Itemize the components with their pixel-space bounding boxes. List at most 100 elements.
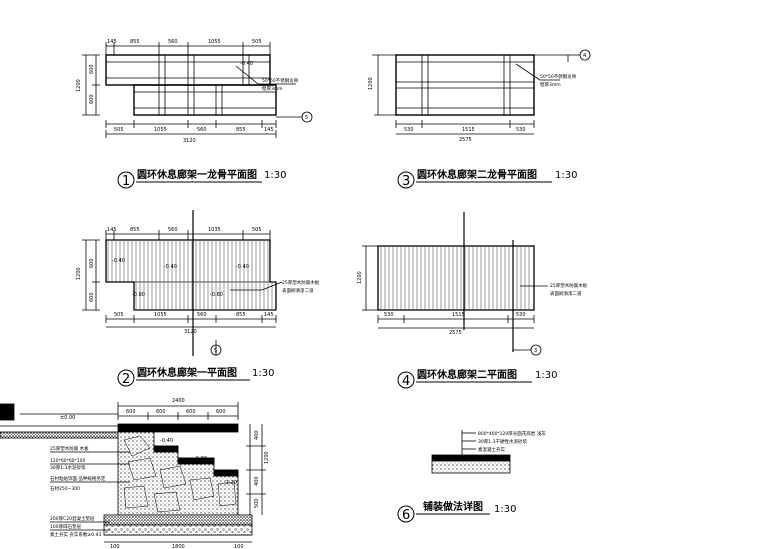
- p4-left-total: 1200: [357, 271, 363, 284]
- p1-left-total: 1200: [76, 79, 82, 92]
- p4-note-1: 25厚塑木防腐木板: [550, 282, 588, 289]
- d6-note-2: 30厚1:3干硬性水泥砂浆: [478, 438, 527, 445]
- p2-bot-dim-3: 560: [197, 312, 207, 318]
- s5-top-total: 2400: [172, 398, 185, 404]
- plan-4-decking: [380, 247, 530, 309]
- title-4-number: 4: [402, 374, 410, 389]
- plan-4-texts: 1200 25厚塑木防腐木板 表面刷清漆二道 530 1515 530 2575…: [357, 271, 588, 354]
- d6-note-3: 素混凝土夯实: [478, 446, 505, 453]
- s5-note-3: 30厚1:3水泥砂浆: [50, 464, 86, 471]
- p3-note-1: 50*50不锈钢龙骨: [540, 73, 577, 80]
- s5-right-dim-1: 400: [254, 430, 260, 440]
- p3-total: 2575: [459, 137, 472, 143]
- s5-note-1: 25厚塑木防腐 木板: [50, 445, 89, 452]
- p4-total: 2575: [449, 330, 462, 336]
- plan-3-texts: 1200 50*50不锈钢龙骨 壁厚3mm 4 530 1515 530 257…: [368, 53, 586, 143]
- s5-elev-1: ±0.00: [60, 415, 75, 421]
- title-3-text: 圆环休息廊架二龙骨平面图: [417, 168, 537, 181]
- title-1-number: 1: [122, 174, 130, 189]
- s5-top-dim-1: 600: [126, 409, 136, 415]
- title-1-text: 圆环休息廊架一龙骨平面图: [137, 168, 257, 181]
- s5-right-dim-4: 500: [254, 498, 260, 508]
- s5-note-8: 素土夯实 夯实系数≥0.93: [50, 531, 101, 538]
- p2-top-dim-4: 1035: [208, 227, 221, 233]
- plan-2-decking: [107, 241, 273, 309]
- title-4: 4 圆环休息廊架二平面图 1:30: [397, 368, 557, 389]
- p2-note-2: 表面刷清漆二道: [282, 287, 314, 294]
- d6-note-1: 800*400*120厚光面花岗岩 浅灰: [478, 430, 546, 437]
- s5-elev-2: -0.40: [160, 438, 173, 444]
- p2-note-1: 25厚塑木防腐木板: [282, 279, 320, 286]
- p2-left-total: 1200: [76, 267, 82, 280]
- s5-bot-dim-1: 100: [110, 544, 120, 549]
- p2-top-dim-5: 505: [252, 227, 262, 233]
- title-3: 3 圆环休息廊架二龙骨平面图 1:30: [397, 168, 577, 189]
- title-2: 2 圆环休息廊架一平面图 1:30: [117, 366, 274, 387]
- p2-elev-5: -0.40: [236, 264, 249, 270]
- plan-4-plan: [362, 212, 548, 356]
- title-4-text: 圆环休息廊架二平面图: [417, 368, 517, 381]
- s5-right-dim-3: 400: [254, 476, 260, 486]
- s5-note-2: 120*60*60*100: [50, 458, 86, 464]
- s5-bot-dim-2: 1800: [172, 544, 185, 549]
- p1-note-1: 50*50不锈钢龙骨: [262, 77, 299, 84]
- plan-1-keel: [82, 42, 313, 138]
- p1-top-dim-1: 145: [107, 39, 117, 45]
- s5-note-7: 100厚碎石垫层: [50, 523, 82, 530]
- p2-total: 3120: [184, 329, 197, 335]
- p2-section-tag: 5: [214, 348, 217, 354]
- p4-section-tag: 3: [534, 348, 537, 354]
- title-6-number: 6: [402, 508, 410, 523]
- p2-bot-dim-2: 1055: [154, 312, 167, 318]
- p4-bot-dim-3: 530: [516, 312, 526, 318]
- title-2-text: 圆环休息廊架一平面图: [137, 366, 237, 379]
- s5-top-dim-4: 600: [216, 409, 226, 415]
- plan-1-texts: 145 855 560 1055 505 -0.40 50*50不锈钢龙骨 壁厚…: [76, 39, 308, 144]
- p3-note-2: 壁厚3mm: [540, 81, 561, 88]
- title-1: 1 圆环休息廊架一龙骨平面图 1:30: [117, 168, 286, 189]
- p1-bot-dim-3: 560: [197, 127, 207, 133]
- title-6-scale: 1:30: [494, 504, 516, 515]
- p2-bot-dim-1: 505: [114, 312, 124, 318]
- p4-bot-dim-2: 1515: [452, 312, 465, 318]
- p1-top-dim-5: 505: [252, 39, 262, 45]
- p4-bot-dim-1: 530: [384, 312, 394, 318]
- p1-bot-dim-5: 145: [264, 127, 274, 133]
- plan-2-plan: [82, 210, 283, 356]
- s5-top-dim-2: 600: [156, 409, 166, 415]
- plan-3-keel: [372, 49, 591, 135]
- p1-bot-dim-2: 1055: [154, 127, 167, 133]
- title-6: 6 铺装做法详图 1:30: [397, 500, 516, 523]
- p1-bot-dim-1: 505: [114, 127, 124, 133]
- p2-top-dim-2: 855: [130, 227, 140, 233]
- section-5: [0, 402, 266, 543]
- p1-left-part-1: 600: [89, 64, 95, 74]
- p1-left-part-2: 600: [89, 94, 95, 104]
- p2-bot-dim-4: 855: [236, 312, 246, 318]
- p1-bot-dim-4: 855: [236, 127, 246, 133]
- p1-top-dim-4: 1055: [208, 39, 221, 45]
- s5-elev-3: -0.80: [194, 456, 207, 462]
- s5-top-dim-3: 600: [186, 409, 196, 415]
- p1-note-2: 壁厚3mm: [262, 85, 283, 92]
- p2-left-part-1: 600: [89, 258, 95, 268]
- p1-top-dim-2: 855: [130, 39, 140, 45]
- p2-elev-3: -0.40: [164, 264, 177, 270]
- section-5-texts: 2400 600 600 600 600 ±0.00 -0.40 -0.80 -…: [50, 398, 270, 549]
- p3-left-total: 1200: [368, 77, 374, 90]
- s5-note-4: 石材粘贴饰面 品种规格另定: [50, 475, 106, 482]
- title-2-number: 2: [122, 372, 130, 387]
- p2-left-part-2: 600: [89, 292, 95, 302]
- p2-elev-2: -0.80: [132, 292, 145, 298]
- p2-top-dim-3: 560: [168, 227, 178, 233]
- p2-bot-dim-5: 145: [264, 312, 274, 318]
- p3-section-tag: 4: [583, 53, 586, 59]
- p3-bot-dim-3: 530: [516, 127, 526, 133]
- p2-top-dim-1: 145: [107, 227, 117, 233]
- p4-note-2: 表面刷清漆二道: [550, 290, 582, 297]
- p1-elev: -0.40: [240, 61, 253, 67]
- s5-right-dim-2: 1200: [264, 451, 270, 464]
- p2-elev-4: -0.80: [210, 292, 223, 298]
- title-4-scale: 1:30: [535, 370, 557, 381]
- s5-elev-4: -1.20: [224, 480, 237, 486]
